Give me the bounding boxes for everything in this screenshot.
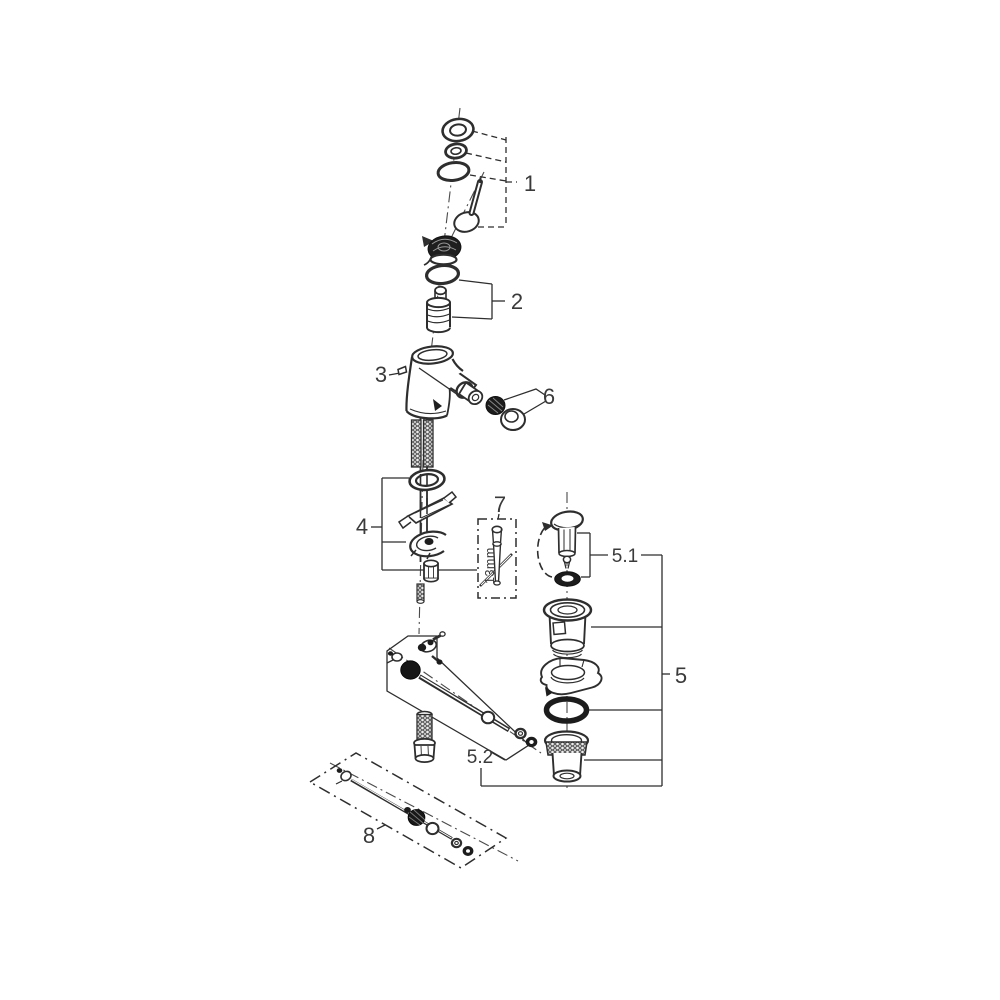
label-part2: 2 xyxy=(511,289,523,314)
alt-ball xyxy=(425,821,440,836)
spout-inner-line xyxy=(418,367,459,396)
part-5-waste-assembly xyxy=(539,598,603,783)
rod-ball-joint xyxy=(480,710,496,725)
leader-part7 xyxy=(497,513,500,520)
leader-part2 xyxy=(451,279,505,320)
alt-knob xyxy=(407,809,426,826)
aerator-housing xyxy=(500,408,526,431)
rotation-arrowhead-plug xyxy=(542,522,553,531)
part-2-dome-cap xyxy=(422,235,462,266)
rod-clamp xyxy=(417,631,446,665)
o-ring-top xyxy=(436,161,471,182)
o-ring-cartridge xyxy=(424,263,461,286)
rod-washer xyxy=(514,727,527,740)
plug-seal-ring xyxy=(554,571,581,587)
rotation-arrowhead xyxy=(422,236,434,247)
rod-clevis xyxy=(386,651,403,664)
label-part7: 7 xyxy=(494,492,506,517)
alt-clevis xyxy=(340,770,352,782)
waste-holder-clamp xyxy=(539,657,603,697)
label-part1: 1 xyxy=(524,171,536,196)
leader-part5-1 xyxy=(577,532,662,578)
rod-threaded-tip xyxy=(416,583,425,602)
label-part6: 6 xyxy=(543,384,555,409)
stabilizer-plate xyxy=(397,490,458,530)
leader-part1 xyxy=(465,130,517,228)
label-part5-1: 5.1 xyxy=(612,546,638,567)
socket-tool xyxy=(479,525,513,587)
mounting-nut xyxy=(423,559,439,583)
threaded-stud-right xyxy=(422,419,434,468)
rod-ball-knob xyxy=(400,660,421,680)
alt-washer xyxy=(450,837,463,849)
threaded-adapter xyxy=(413,710,436,763)
callout-labels: 1 2 3 4 5 5.1 5.2 6 7 8 13mm xyxy=(356,171,687,848)
label-part3: 3 xyxy=(375,362,387,387)
label-tool-size: 13mm xyxy=(483,547,497,584)
part-8-alt-rod-kit xyxy=(335,768,474,856)
part-5-2-rod-linkage xyxy=(386,631,538,763)
cartridge xyxy=(426,285,451,334)
body-notch xyxy=(433,399,442,411)
retaining-ring xyxy=(444,142,468,160)
tool-box-7 xyxy=(477,518,517,599)
handle-cap-ring xyxy=(441,117,475,143)
waste-top-flange xyxy=(542,598,593,659)
part-1-handle-cap-assembly xyxy=(436,117,483,233)
waste-bottom-body xyxy=(543,730,590,783)
leader-part6 xyxy=(503,388,547,415)
part-5-1-drain-plug xyxy=(536,510,584,587)
label-part4: 4 xyxy=(356,514,368,539)
waste-o-ring xyxy=(543,696,590,724)
rotation-arrow-plug xyxy=(536,525,553,578)
part-3-faucet-body xyxy=(397,345,464,420)
cap-base-rim xyxy=(429,253,458,266)
body-side-tab xyxy=(397,365,408,376)
plug-stem xyxy=(557,526,577,569)
threaded-stud-left xyxy=(410,419,422,468)
horseshoe-clamp xyxy=(409,530,447,560)
part-2-cartridge-assembly xyxy=(424,263,461,334)
aerator-insert xyxy=(485,396,506,415)
alt-kit-box-8 xyxy=(308,752,508,869)
centerlines xyxy=(329,107,568,862)
label-part5-2: 5.2 xyxy=(467,747,493,768)
lever-pin xyxy=(453,177,483,233)
rod-box-5-2 xyxy=(386,635,531,761)
label-part5: 5 xyxy=(675,663,687,688)
leader-part5 xyxy=(480,555,670,787)
leader-part8 xyxy=(376,824,386,830)
label-part8: 8 xyxy=(363,823,375,848)
part-4-mounting-kit xyxy=(397,418,458,604)
